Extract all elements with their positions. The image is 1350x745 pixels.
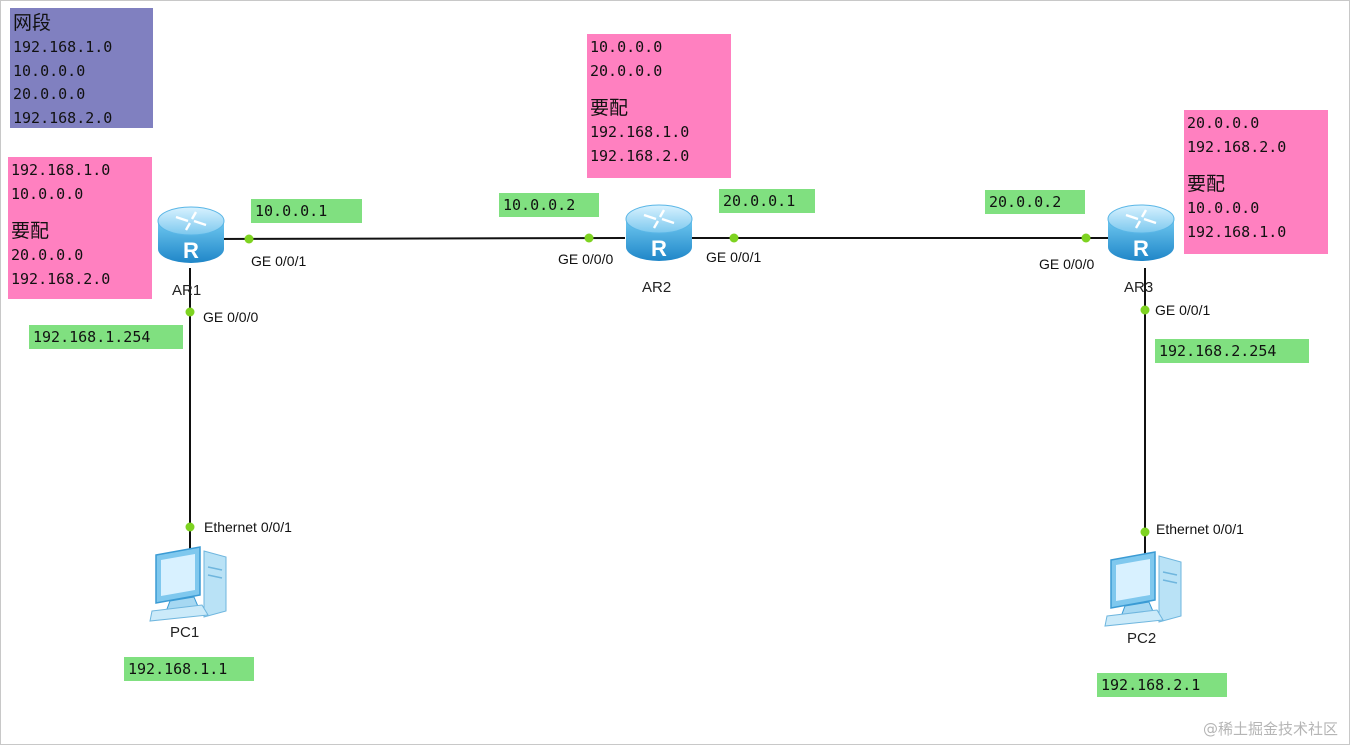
ip-tag-pc2: 192.168.2.1 — [1097, 673, 1227, 697]
segment-line: 20.0.0.0 — [13, 85, 86, 103]
pc-pc2[interactable] — [1103, 550, 1185, 632]
port-label-pc2-eth: Ethernet 0/0/1 — [1156, 521, 1244, 537]
device-label-ar2: AR2 — [642, 279, 672, 296]
port-label-ar3-ge001: GE 0/0/1 — [1155, 302, 1211, 318]
port-label-ar2-ge001: GE 0/0/1 — [706, 249, 762, 265]
ar1-routes-note: 192.168.1.0 10.0.0.0 要配 20.0.0.0 192.168… — [8, 157, 152, 299]
direct-network: 20.0.0.0 — [590, 61, 663, 80]
configure-network: 192.168.2.0 — [11, 269, 111, 288]
router-ar2[interactable]: R — [624, 201, 694, 271]
segments-note: 网段 192.168.1.0 10.0.0.0 20.0.0.0 192.168… — [10, 8, 153, 128]
direct-network: 20.0.0.0 — [1187, 114, 1260, 132]
port-dot-ar1-ge000[interactable] — [185, 307, 195, 317]
port-dot-ar1-ge001[interactable] — [244, 234, 254, 244]
direct-network: 192.168.1.0 — [11, 161, 111, 179]
router-icon: R — [1107, 204, 1175, 261]
direct-network: 10.0.0.0 — [590, 38, 663, 56]
ar3-routes-note: 20.0.0.0 192.168.2.0 要配 10.0.0.0 192.168… — [1184, 110, 1328, 254]
router-ar1[interactable]: R — [156, 203, 226, 273]
pc-pc1[interactable] — [148, 545, 230, 627]
port-dot-ar3-ge001[interactable] — [1140, 305, 1150, 315]
ar2-routes-note: 10.0.0.0 20.0.0.0 要配 192.168.1.0 192.168… — [587, 34, 731, 178]
port-dot-ar2-ge000[interactable] — [584, 233, 594, 243]
port-label-ar1-ge000: GE 0/0/0 — [203, 309, 259, 325]
configure-heading: 要配 — [1187, 173, 1226, 195]
direct-network: 10.0.0.0 — [11, 184, 84, 203]
configure-network: 192.168.1.0 — [1187, 222, 1287, 241]
router-ar3[interactable]: R — [1106, 201, 1176, 271]
configure-network: 10.0.0.0 — [1187, 199, 1260, 217]
router-icon: R — [625, 204, 693, 261]
port-label-ar3-ge000: GE 0/0/0 — [1039, 256, 1095, 272]
ip-tag-ar1-ge001: 10.0.0.1 — [251, 199, 362, 223]
router-icon: R — [157, 206, 225, 263]
ip-tag-ar2-ge001: 20.0.0.1 — [719, 189, 815, 213]
segment-line: 10.0.0.0 — [13, 61, 86, 80]
device-label-pc2: PC2 — [1127, 630, 1157, 647]
watermark: @稀土掘金技术社区 — [1202, 720, 1338, 738]
ip-tag-pc1: 192.168.1.1 — [124, 657, 254, 681]
svg-text:R: R — [183, 238, 199, 263]
pc-icon — [1104, 551, 1182, 627]
svg-text:R: R — [651, 236, 667, 261]
port-dot-ar3-ge000[interactable] — [1081, 233, 1091, 243]
port-dot-pc1-eth[interactable] — [185, 522, 195, 532]
ip-tag-ar3-ge001: 192.168.2.254 — [1155, 339, 1309, 363]
configure-heading: 要配 — [11, 220, 50, 242]
configure-network: 192.168.1.0 — [590, 123, 690, 141]
ip-tag-ar3-ge000: 20.0.0.2 — [985, 190, 1085, 214]
configure-network: 20.0.0.0 — [11, 246, 84, 264]
port-dot-ar2-ge001[interactable] — [729, 233, 739, 243]
port-label-pc1-eth: Ethernet 0/0/1 — [204, 519, 292, 535]
segment-line: 192.168.1.0 — [13, 38, 113, 56]
svg-text:R: R — [1133, 236, 1149, 261]
port-label-ar1-ge001: GE 0/0/1 — [251, 253, 307, 269]
port-label-ar2-ge000: GE 0/0/0 — [558, 251, 614, 267]
configure-heading: 要配 — [590, 97, 629, 119]
device-label-pc1: PC1 — [170, 624, 200, 641]
link-ar1-ar2[interactable] — [204, 237, 626, 240]
segments-heading: 网段 — [13, 12, 52, 34]
direct-network: 192.168.2.0 — [1187, 137, 1287, 156]
configure-network: 192.168.2.0 — [590, 146, 690, 165]
segment-line: 192.168.2.0 — [13, 108, 113, 127]
pc-icon — [149, 546, 227, 622]
ip-tag-ar1-ge000: 192.168.1.254 — [29, 325, 183, 349]
ip-tag-ar2-ge000: 10.0.0.2 — [499, 193, 599, 217]
port-dot-pc2-eth[interactable] — [1140, 527, 1150, 537]
device-label-ar1: AR1 — [172, 282, 202, 299]
device-label-ar3: AR3 — [1124, 279, 1154, 296]
